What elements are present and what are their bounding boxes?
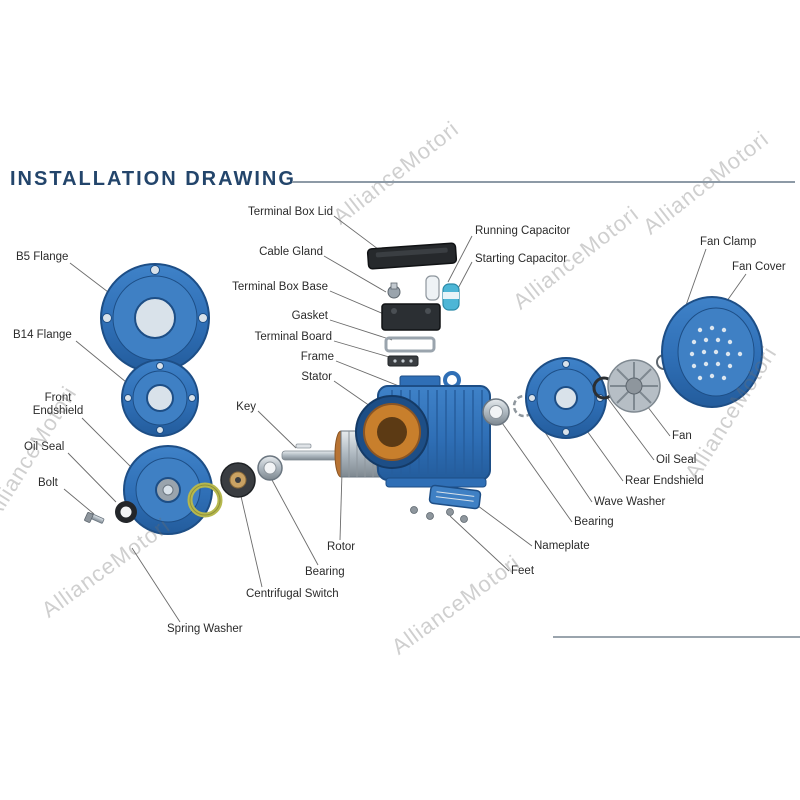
label-fan-clamp: Fan Clamp: [700, 236, 757, 248]
front-endshield-part: [123, 445, 213, 535]
label-b14-flange: B14 Flange: [13, 329, 72, 341]
b14-flange-part: [121, 359, 199, 437]
cable-gland-part: [387, 282, 401, 299]
gasket-part: [384, 336, 436, 353]
centrifugal-switch-part: [220, 462, 256, 498]
label-gasket: Gasket: [291, 310, 328, 322]
label-key: Key: [236, 401, 256, 413]
label-stator: Stator: [301, 371, 332, 383]
oil-seal-front-part: [115, 501, 137, 523]
feet-bolts-part: [410, 506, 468, 523]
terminal-box-base-part: [381, 303, 441, 331]
label-oil-seal-front: Oil Seal: [24, 441, 65, 453]
label-cable-gland: Cable Gland: [259, 246, 323, 258]
label-b5-flange: B5 Flange: [16, 251, 69, 263]
title-row: INSTALLATION DRAWING: [0, 168, 800, 198]
label-rotor: Rotor: [327, 541, 356, 553]
fan-part: [607, 359, 661, 413]
bearing-rear-part: [482, 398, 510, 426]
label-wave-washer: Wave Washer: [594, 496, 666, 508]
running-capacitor-part: [425, 275, 440, 301]
spring-washer-part: [187, 482, 223, 518]
fan-cover-part: [661, 296, 763, 408]
label-terminal-board: Terminal Board: [254, 331, 332, 343]
bearing-front-part: [257, 455, 283, 481]
label-bearing-rear: Bearing: [574, 516, 614, 528]
label-running-capacitor: Running Capacitor: [475, 225, 571, 237]
label-terminal-box-lid: Terminal Box Lid: [247, 206, 333, 218]
label-centrifugal-switch: Centrifugal Switch: [246, 588, 339, 600]
label-terminal-box-base: Terminal Box Base: [232, 281, 328, 293]
bolt-part: [84, 512, 105, 524]
nameplate-part: [428, 484, 482, 510]
label-frame: Frame: [300, 351, 334, 363]
b5-flange-part: [100, 263, 210, 373]
terminal-box-lid-part: [366, 242, 458, 270]
page-title: INSTALLATION DRAWING: [10, 168, 296, 190]
rear-endshield-part: [525, 357, 607, 439]
frame-stator-part: [355, 371, 491, 488]
label-feet: Feet: [511, 565, 535, 577]
starting-capacitor-part: [442, 283, 460, 311]
label-spring-washer: Spring Washer: [167, 623, 243, 635]
leader-lines: [63, 215, 747, 623]
bottom-rule: [553, 636, 800, 638]
title-rule: [292, 181, 795, 183]
label-front-endshield: Front Endshield: [32, 392, 84, 417]
terminal-board-part: [387, 355, 419, 367]
label-bearing-front: Bearing: [305, 566, 345, 578]
label-starting-capacitor: Starting Capacitor: [475, 253, 568, 265]
label-bolt: Bolt: [38, 477, 58, 489]
label-fan: Fan: [672, 430, 692, 442]
label-rear-endshield: Rear Endshield: [625, 475, 704, 487]
label-fan-cover: Fan Cover: [732, 261, 786, 273]
label-nameplate: Nameplate: [534, 540, 590, 552]
label-oil-seal-rear: Oil Seal: [656, 454, 697, 466]
